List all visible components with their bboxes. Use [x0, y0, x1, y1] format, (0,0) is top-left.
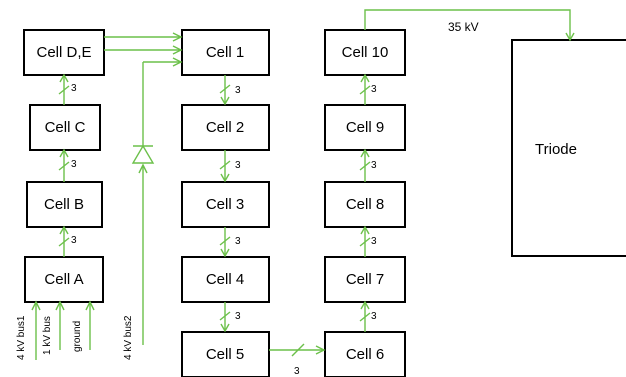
input-bus1: 4 kV bus1	[16, 300, 41, 360]
triode-block: Triode	[511, 39, 626, 257]
bus-count-8-9: 3	[371, 160, 377, 171]
diode-icon	[131, 144, 155, 164]
bus-count-4-5: 3	[235, 311, 241, 322]
input-kv1-label: 1 kV bus	[42, 316, 53, 355]
cell-5-block: Cell 5	[181, 331, 270, 377]
cell-2-label: Cell 2	[206, 119, 244, 136]
cell-6-label: Cell 6	[346, 346, 384, 363]
connector-de-cell1	[104, 32, 183, 55]
cell-1-label: Cell 1	[206, 44, 244, 61]
bus-count-1-2: 3	[235, 85, 241, 96]
bus-count-5-6: 3	[294, 366, 300, 377]
cell-2-block: Cell 2	[181, 104, 270, 151]
connector-5-6: 3	[269, 343, 326, 377]
cell-4-label: Cell 4	[206, 271, 244, 288]
bus-count-3-4: 3	[235, 236, 241, 247]
connector-a-b: 3	[58, 225, 77, 257]
cell-1-block: Cell 1	[181, 29, 270, 76]
cell-3-block: Cell 3	[181, 181, 270, 228]
cell-3-label: Cell 3	[206, 196, 244, 213]
input-kv1: 1 kV bus	[42, 300, 65, 355]
cell-de-block: Cell D,E	[23, 29, 105, 76]
connector-8-9: 3	[359, 148, 377, 182]
cell-a-block: Cell A	[24, 256, 104, 303]
bus2-connector	[131, 57, 183, 345]
triode-label: Triode	[535, 141, 577, 158]
cell-5-label: Cell 5	[206, 346, 244, 363]
input-bus1-label: 4 kV bus1	[16, 315, 27, 360]
cell-10-block: Cell 10	[324, 29, 406, 76]
connector-3-4: 3	[219, 227, 241, 258]
connector-2-3: 3	[219, 150, 241, 183]
bus-count-c-de: 3	[71, 83, 77, 94]
cell-8-label: Cell 8	[346, 196, 384, 213]
cell-4-block: Cell 4	[181, 256, 270, 303]
cell-b-label: Cell B	[44, 196, 84, 213]
input-ground: ground	[72, 300, 95, 352]
voltage-label: 35 kV	[448, 20, 479, 34]
connector-10-triode: 35 kV	[364, 9, 575, 42]
cell-10-label: Cell 10	[342, 44, 389, 61]
cell-b-block: Cell B	[26, 181, 103, 228]
input-ground-label: ground	[72, 321, 83, 352]
bus-count-a-b: 3	[71, 235, 77, 246]
cell-c-label: Cell C	[45, 119, 86, 136]
connector-6-7: 3	[359, 300, 377, 332]
bus-count-b-c: 3	[71, 159, 77, 170]
input-bus2-label: 4 kV bus2	[123, 315, 134, 360]
connector-b-c: 3	[58, 148, 77, 182]
connector-7-8: 3	[359, 225, 377, 257]
cell-c-block: Cell C	[29, 104, 101, 151]
cell-6-block: Cell 6	[324, 331, 406, 377]
cell-7-label: Cell 7	[346, 271, 384, 288]
cell-7-block: Cell 7	[324, 256, 406, 303]
connector-4-5: 3	[219, 302, 241, 333]
bus-count-7-8: 3	[371, 236, 377, 247]
cell-de-label: Cell D,E	[36, 44, 91, 61]
cell-9-label: Cell 9	[346, 119, 384, 136]
cell-9-block: Cell 9	[324, 104, 406, 151]
bus-count-9-10: 3	[371, 84, 377, 95]
bus-count-2-3: 3	[235, 160, 241, 171]
connector-1-2: 3	[219, 75, 241, 106]
cell-a-label: Cell A	[44, 271, 83, 288]
bus-count-6-7: 3	[371, 311, 377, 322]
cell-8-block: Cell 8	[324, 181, 406, 228]
connector-9-10: 3	[359, 73, 377, 105]
connector-c-de: 3	[58, 73, 77, 105]
